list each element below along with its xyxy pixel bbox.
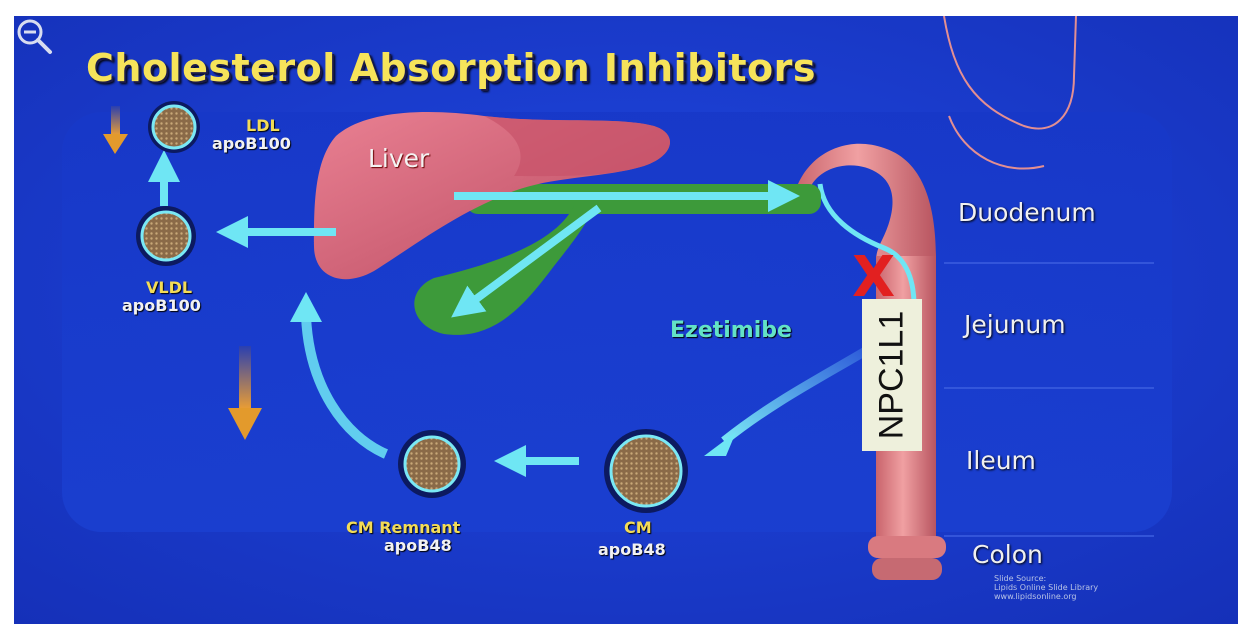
cm-remnant-label: CM Remnant bbox=[346, 518, 461, 537]
arrow-head bbox=[704, 432, 736, 456]
ldl-label: LDL bbox=[246, 116, 280, 135]
stomach-outline bbox=[943, 16, 1077, 130]
liver-label: Liver bbox=[368, 144, 430, 173]
liver-lobe bbox=[484, 116, 671, 177]
source-line: www.lipidsonline.org bbox=[994, 592, 1077, 601]
cm-particle bbox=[604, 429, 688, 513]
ldl-particle bbox=[148, 101, 200, 153]
arrow-vldl-decrease bbox=[239, 346, 251, 411]
arrow-remnant-to-liver bbox=[301, 315, 389, 459]
cm-apo-label: apoB48 bbox=[598, 540, 666, 559]
arrow-intestine-to-cm bbox=[721, 342, 877, 445]
segment-jejunum: Jejunum bbox=[964, 310, 1066, 339]
cm-label: CM bbox=[624, 518, 652, 537]
magnifier-minus-icon[interactable] bbox=[14, 16, 58, 56]
cm-remnant-particle bbox=[398, 430, 466, 498]
source-line: Lipids Online Slide Library bbox=[994, 583, 1099, 592]
vldl-apo-label: apoB100 bbox=[122, 296, 201, 315]
ldl-apo-label: apoB100 bbox=[212, 134, 291, 153]
slide: Cholesterol Absorption Inhibitors LDL ap… bbox=[14, 16, 1238, 624]
source-line: Slide Source: bbox=[994, 574, 1047, 583]
stomach-outline bbox=[948, 115, 1045, 170]
intestine-colon-ring bbox=[872, 558, 942, 580]
block-x-mark: X bbox=[852, 245, 896, 310]
segment-duodenum: Duodenum bbox=[958, 198, 1096, 227]
vldl-particle bbox=[136, 206, 196, 266]
arrow-head bbox=[103, 134, 128, 154]
slide-title: Cholesterol Absorption Inhibitors bbox=[86, 46, 816, 90]
vldl-label: VLDL bbox=[146, 278, 193, 297]
npc1l1-label-box: NPC1L1 bbox=[862, 299, 922, 451]
intestine-colon-ring bbox=[868, 536, 946, 558]
arrow-ldl-decrease bbox=[111, 106, 120, 136]
arrow-head bbox=[228, 408, 262, 440]
segment-ileum: Ileum bbox=[966, 446, 1036, 475]
arrow-to-gallbladder bbox=[451, 204, 602, 318]
arrow-head bbox=[290, 292, 322, 322]
ezetimibe-label: Ezetimibe bbox=[670, 318, 792, 343]
absorption-path bbox=[817, 183, 917, 346]
segment-colon: Colon bbox=[972, 540, 1043, 569]
cm-remnant-apo-label: apoB48 bbox=[384, 536, 452, 555]
npc1l1-label: NPC1L1 bbox=[872, 310, 911, 440]
source-credit: Slide Source: Lipids Online Slide Librar… bbox=[994, 574, 1098, 601]
